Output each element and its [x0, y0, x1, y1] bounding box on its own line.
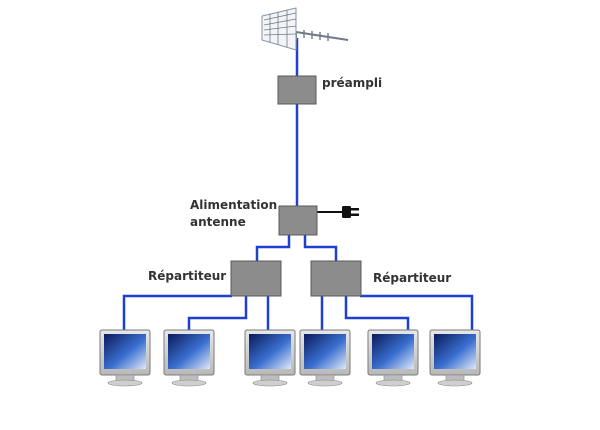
cable-monitor-5 [344, 296, 410, 333]
preampli-label: préampli [322, 76, 383, 90]
alimentation-label-line1: Alimentation [190, 198, 278, 212]
alimentation-box [278, 205, 318, 236]
monitor-icon [367, 329, 419, 387]
monitor-icon [429, 329, 481, 387]
cable-alimentation-repartiteur-right [303, 235, 338, 261]
antenna-icon [261, 7, 349, 51]
cable-monitor-6 [360, 294, 474, 333]
alimentation-label-line2: antenne [190, 215, 246, 229]
monitor-icon [163, 329, 215, 387]
cable-monitor-2 [187, 296, 248, 333]
monitor-icon [99, 329, 151, 387]
monitor-icon [299, 329, 351, 387]
cables [122, 38, 474, 333]
repartiteur-right-label: Répartiteur [373, 271, 452, 285]
power-plug-icon [317, 206, 359, 218]
cable-monitor-1 [122, 294, 232, 333]
repartiteur-left-label: Répartiteur [148, 269, 227, 283]
preampli-box [277, 75, 317, 105]
repartiteur-left-box [230, 260, 282, 297]
monitor-icon [244, 329, 296, 387]
repartiteur-right-box [310, 260, 362, 297]
cable-alimentation-repartiteur-left [255, 235, 291, 261]
